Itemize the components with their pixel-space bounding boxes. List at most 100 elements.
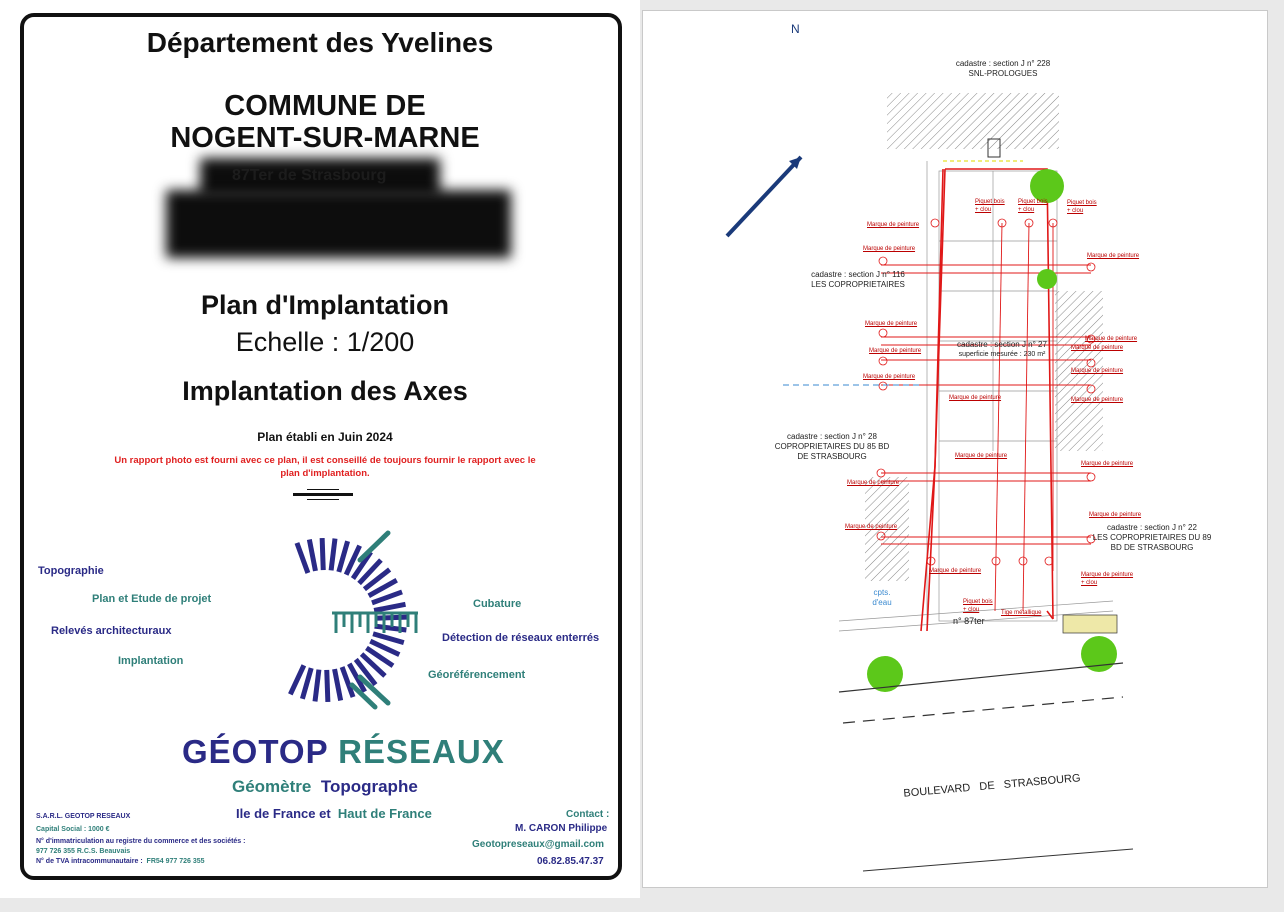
mark-paint-nail: Marque de peinture + clou: [1081, 571, 1133, 587]
logo-tick: [371, 589, 403, 606]
service-releves: Relevés architecturaux: [51, 625, 172, 637]
parcel-27-line2: superficie mesurée : 230 m²: [958, 351, 1046, 358]
stake-line1: Piquet bois: [963, 599, 993, 605]
logo-tick: [373, 601, 406, 613]
service-georef: Géoréférencement: [428, 669, 526, 681]
logo-tick: [357, 558, 383, 586]
logo-tick: [339, 666, 356, 698]
parcel-116: cadastre : section J n° 116 LES COPROPRI…: [793, 270, 923, 290]
service-cubature: Cubature: [473, 598, 522, 610]
north-label: N: [791, 22, 800, 36]
mark-label: Marque de peinture: [1085, 336, 1138, 342]
stake-label: Piquet bois + clou: [963, 598, 993, 614]
mark-label: Marque de peinture: [955, 453, 1008, 459]
logo-tick: [319, 537, 326, 571]
contact-email[interactable]: Geotopreseaux@gmail.com: [472, 839, 605, 850]
logo-tick: [347, 662, 367, 693]
logo-tick: [288, 664, 307, 696]
plan-page: N cadastre : section J n° 228 SNL-PROLOG…: [642, 10, 1268, 888]
parcel-228: cadastre : section J n° 228 SNL-PROLOGUE…: [923, 59, 1083, 79]
region-part2: Haut de France: [337, 806, 432, 821]
meters-line2: d'eau: [872, 598, 892, 607]
logo-tick: [306, 539, 318, 572]
stake-line1: Piquet bois: [1018, 199, 1048, 205]
contact-phone[interactable]: 06.82.85.47.37: [537, 856, 604, 867]
stake-line1: Piquet bois: [975, 199, 1005, 205]
warning-line2: plan d'implantation.: [280, 468, 370, 479]
logo-tick: [328, 538, 338, 571]
mark-label: Marque de peinture: [1071, 397, 1124, 403]
hatch-right: [1055, 291, 1103, 451]
logo-tick: [350, 550, 373, 580]
department-title: Département des Yvelines: [146, 27, 494, 58]
warning-line1: Un rapport photo est fourni avec ce plan…: [114, 455, 536, 466]
logo-tick: [362, 567, 392, 592]
logo-tick: [359, 652, 387, 678]
mark-paint-nail-line2: + clou: [1081, 580, 1098, 586]
parcel-28-line2: COPROPRIETAIRES DU 85 BD: [774, 442, 890, 451]
logo-tick: [336, 540, 351, 573]
mark-paint-nail-line1: Marque de peinture: [1081, 572, 1134, 578]
service-topographie: Topographie: [38, 565, 104, 577]
cover-frame: [20, 13, 622, 880]
company-capital: Capital Social : 1000 €: [36, 826, 110, 833]
region-part1: Ile de France et: [236, 806, 331, 821]
parcel-22-line2: LES COPROPRIETAIRES DU 89: [1092, 533, 1212, 542]
brand-tagline: Géomètre Topographe: [232, 777, 418, 797]
plan-drawing: [725, 93, 1134, 872]
logo-tick: [369, 638, 401, 657]
metal-rod-label: Tige métallique: [1001, 610, 1042, 616]
logo-tick: [365, 645, 395, 668]
cover-page: Département des Yvelines COMMUNE DE NOGE…: [0, 0, 640, 898]
parcel-228-line2: SNL-PROLOGUES: [968, 69, 1038, 78]
mark-label: Marque de peinture: [1071, 345, 1124, 351]
stake-line2: + clou: [1018, 207, 1035, 213]
brand-name-part1: GÉOTOP: [182, 733, 328, 770]
stake-line2: + clou: [1067, 208, 1084, 214]
stake-line1: Piquet bois: [1067, 200, 1097, 206]
parcel-22-line3: BD DE STRASBOURG: [1110, 543, 1194, 552]
mark-label: Marque de peinture: [1089, 512, 1142, 518]
logo-tick: [353, 657, 378, 687]
brand-name-part2: RÉSEAUX: [338, 733, 505, 770]
mark-label: Marque de peinture: [847, 480, 900, 486]
commune-line2: NOGENT-SUR-MARNE: [170, 122, 480, 154]
service-detection: Détection de réseaux enterrés: [442, 632, 600, 644]
mark-label: Marque de peinture: [845, 524, 898, 530]
logo-tick: [343, 544, 362, 576]
company-registry-value: 977 726 355 R.C.S. Beauvais: [36, 848, 131, 855]
stake-label: Piquet bois + clou: [1067, 199, 1097, 215]
logo-tick: [294, 542, 311, 574]
vat-label: N° de TVA intracommunautaire :: [36, 858, 143, 865]
north-arrow-icon: [725, 155, 803, 238]
house-number: n° 87ter: [953, 616, 985, 626]
mark-label: Marque de peinture: [1071, 368, 1124, 374]
address-partial: 87Ter de Strasbourg: [232, 167, 387, 184]
parcel-116-line1: cadastre : section J n° 116: [811, 270, 905, 279]
mark-label: Marque de peinture: [869, 348, 922, 354]
logo-tick: [312, 669, 322, 702]
mark-label: Marque de peinture: [867, 222, 920, 228]
service-plan-etude: Plan et Etude de projet: [92, 593, 212, 605]
company-registry-label: N° d'immatriculation au registre du comm…: [36, 838, 246, 845]
date-line: Plan établi en Juin 2024: [257, 430, 393, 444]
plan-scale: Echelle : 1/200: [235, 327, 415, 357]
hatch-top: [887, 93, 1059, 149]
parcel-22: cadastre : section J n° 22 LES COPROPRIE…: [1087, 523, 1217, 553]
mark-label: Marque de peinture: [1081, 461, 1134, 467]
stake-line2: + clou: [975, 207, 992, 213]
hatch-left: [865, 477, 909, 581]
parcel-27-line1: cadastre : section J n° 27: [957, 340, 1047, 349]
mark-label: Marque de peinture: [863, 374, 916, 380]
logo-tick: [324, 669, 331, 703]
water-meters-label: cpts. d'eau: [865, 588, 899, 608]
mark-label: Marque de peinture: [1087, 253, 1140, 259]
company-vat: N° de TVA intracommunautaire : FR54 977 …: [36, 858, 205, 865]
parcel-228-line1: cadastre : section J n° 228: [955, 59, 1051, 68]
stake-label: Piquet bois + clou: [1018, 198, 1048, 214]
tagline-part1: Géomètre: [232, 777, 312, 796]
parcel-27: cadastre : section J n° 27 superficie me…: [937, 340, 1067, 360]
mark-label: Marque de peinture: [949, 395, 1002, 401]
parcel-22-line1: cadastre : section J n° 22: [1107, 523, 1197, 532]
stake-line2: + clou: [963, 607, 980, 613]
